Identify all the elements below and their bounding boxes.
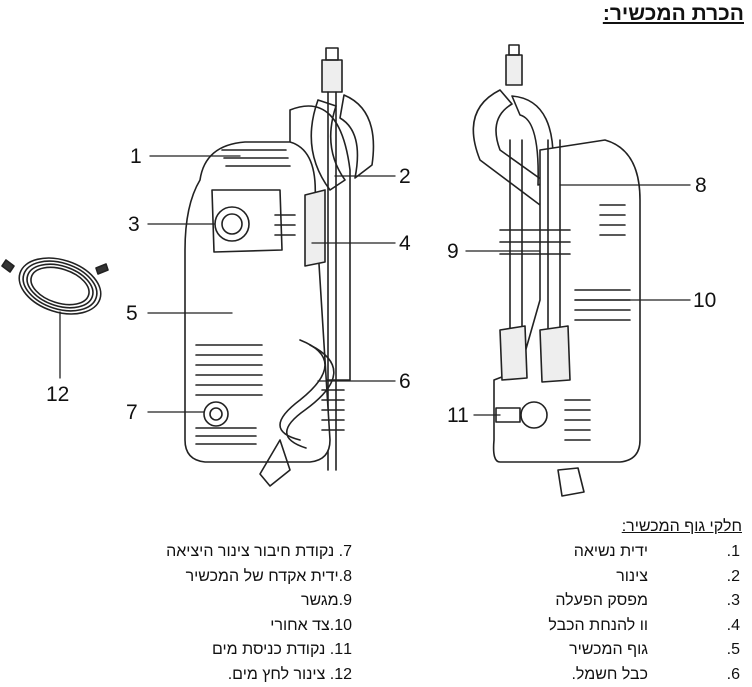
list-item: 2.צינור xyxy=(500,565,740,590)
callout-3: 3 xyxy=(128,214,140,235)
callout-8: 8 xyxy=(695,175,707,196)
list-item: 11. נקודת כניסת מים xyxy=(42,638,352,663)
list-item: 4.וו להנחת הכבל xyxy=(500,614,740,639)
front-view-drawing xyxy=(185,48,373,486)
parts-heading: חלקי גוף המכשיר: xyxy=(622,518,742,536)
callout-7: 7 xyxy=(126,402,138,423)
list-item: 1.ידית נשיאה xyxy=(500,540,740,565)
hose-coil-drawing xyxy=(2,248,108,323)
callout-10: 10 xyxy=(693,290,716,311)
callout-5: 5 xyxy=(126,303,138,324)
callout-4: 4 xyxy=(399,233,411,254)
callout-1: 1 xyxy=(130,146,142,167)
list-item: 3.מפסק הפעלה xyxy=(500,589,740,614)
list-item: 6.כבל חשמל. xyxy=(500,663,740,687)
list-item: 12. צינור לחץ מים. xyxy=(42,663,352,687)
list-item: 9.מגשר xyxy=(42,589,352,614)
callout-12: 12 xyxy=(46,384,69,405)
rear-view-drawing xyxy=(473,45,640,496)
callout-11: 11 xyxy=(447,405,469,426)
list-item: 8.ידית אקדח של המכשיר xyxy=(42,565,352,590)
callout-6: 6 xyxy=(399,371,411,392)
parts-list-right: 1.ידית נשיאה 2.צינור 3.מפסק הפעלה 4.וו ל… xyxy=(500,540,740,687)
list-item: 5.גוף המכשיר xyxy=(500,638,740,663)
list-item: 10.צד אחורי xyxy=(42,614,352,639)
callout-9: 9 xyxy=(447,241,459,262)
device-illustration xyxy=(0,0,752,510)
callout-2: 2 xyxy=(399,166,411,187)
list-item: 7. נקודת חיבור צינור היציאה xyxy=(42,540,352,565)
parts-list-left: 7. נקודת חיבור צינור היציאה 8.ידית אקדח … xyxy=(42,540,352,687)
